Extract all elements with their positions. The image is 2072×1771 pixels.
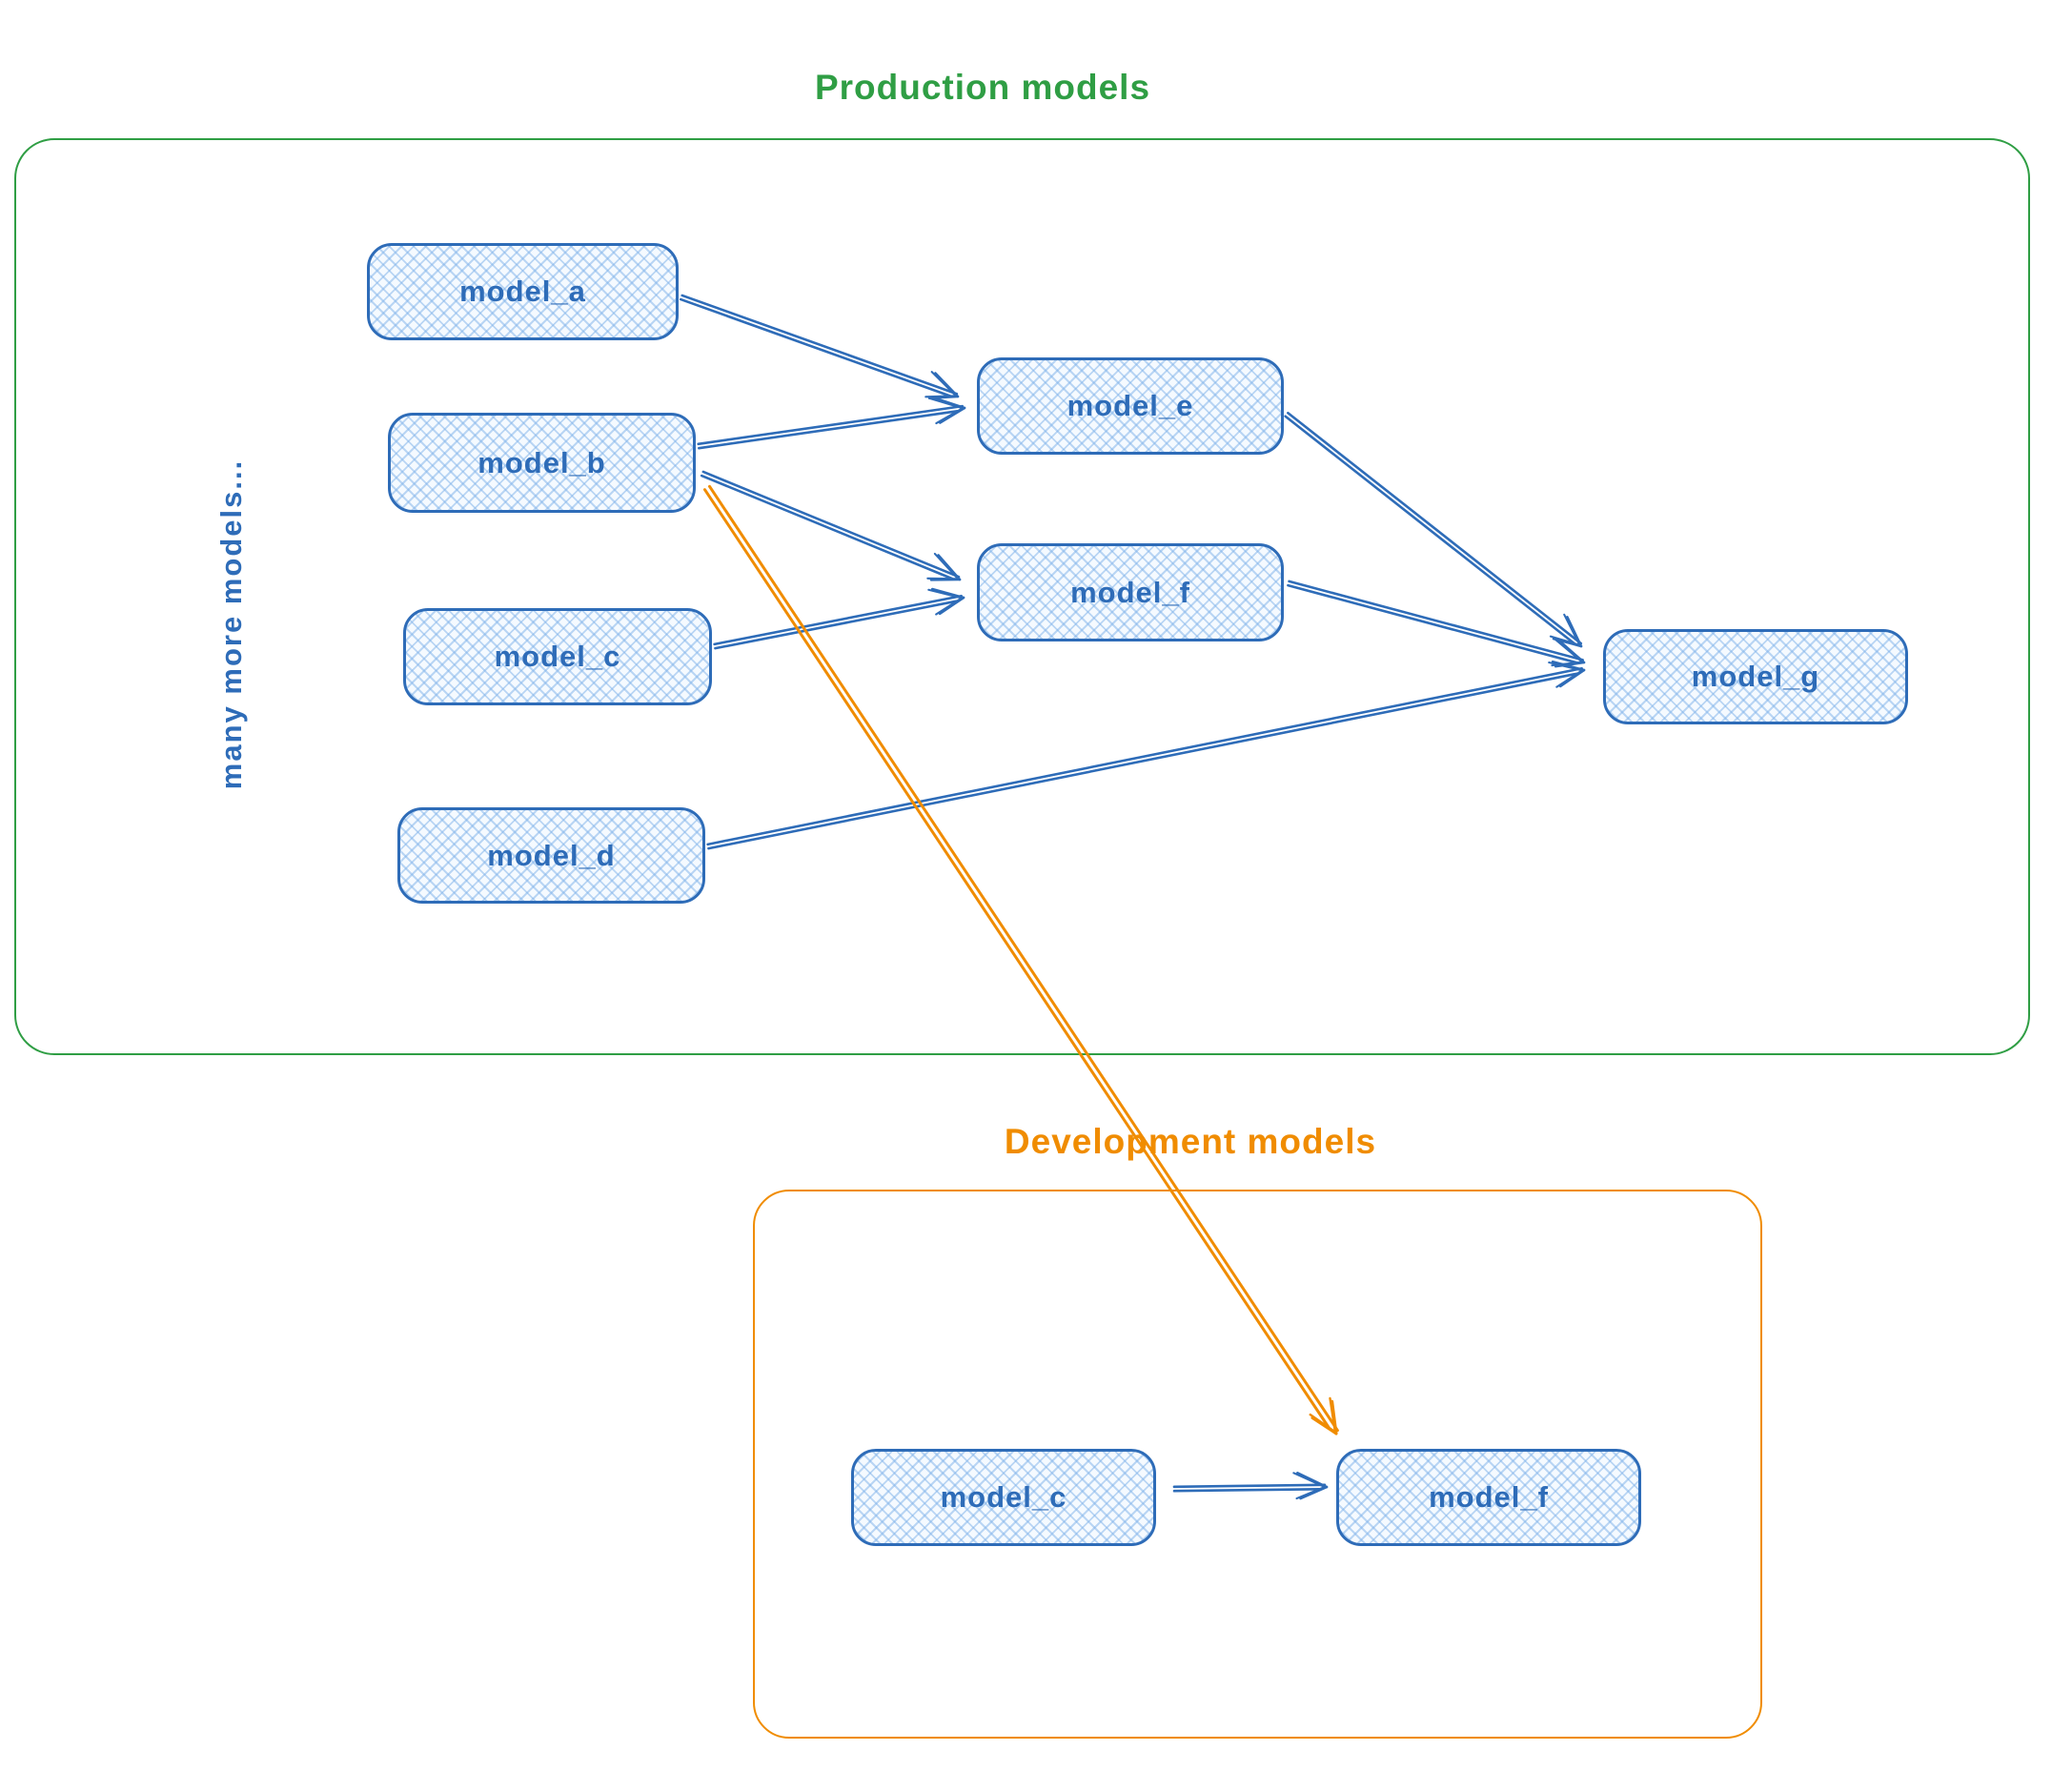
node-label: model_f [1070, 575, 1190, 609]
node-model_d: model_d [397, 807, 705, 904]
node-model_c_dev: model_c [851, 1449, 1156, 1546]
node-label: model_c [494, 640, 621, 673]
node-label: model_d [487, 838, 616, 872]
node-label: model_e [1066, 389, 1194, 422]
node-model_a: model_a [367, 243, 679, 340]
node-model_e: model_e [977, 357, 1284, 455]
node-label: model_f [1429, 1480, 1549, 1514]
node-model_g: model_g [1603, 629, 1908, 724]
production-container-title: Production models [814, 68, 1151, 107]
node-label: model_g [1691, 660, 1820, 693]
node-model_c: model_c [403, 608, 712, 705]
node-label: model_a [459, 275, 586, 308]
development-container-title: Development models [1004, 1122, 1377, 1161]
many-more-models-note: many more models... [214, 458, 248, 790]
node-model_b: model_b [388, 413, 696, 513]
node-model_f: model_f [977, 543, 1284, 641]
node-label: model_b [477, 445, 606, 479]
node-model_f_dev: model_f [1336, 1449, 1641, 1546]
node-label: model_c [940, 1480, 1067, 1514]
